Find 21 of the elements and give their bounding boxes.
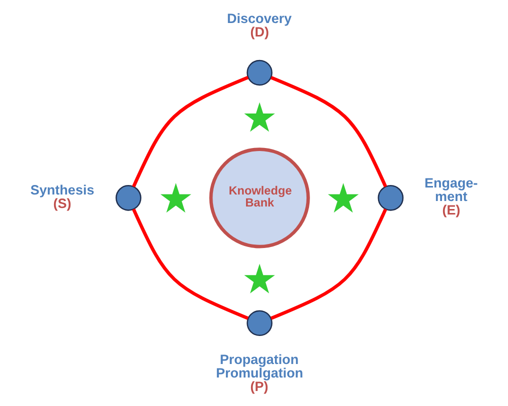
node-circle — [246, 60, 272, 86]
connector — [270, 76, 387, 188]
node-circle — [115, 185, 141, 211]
node-circle — [377, 185, 404, 211]
node-label: Engage- ment — [424, 176, 478, 204]
node-star — [244, 102, 274, 132]
node-label: (E) — [442, 202, 460, 218]
connector — [132, 208, 248, 320]
node-star — [327, 183, 358, 213]
node-label: (D) — [250, 24, 269, 40]
node-circle — [246, 310, 272, 336]
node-label: (P) — [250, 379, 268, 394]
node-label: (S) — [52, 196, 71, 211]
connector — [270, 208, 387, 320]
node-star — [244, 264, 274, 294]
node-star — [160, 183, 191, 213]
node-circle: Knowledge Bank — [208, 148, 310, 248]
connector — [132, 76, 248, 188]
node-label: Propagation Promulgation — [216, 352, 303, 380]
node-label: Synthesis — [30, 182, 94, 198]
node-label: Discovery — [226, 11, 292, 26]
